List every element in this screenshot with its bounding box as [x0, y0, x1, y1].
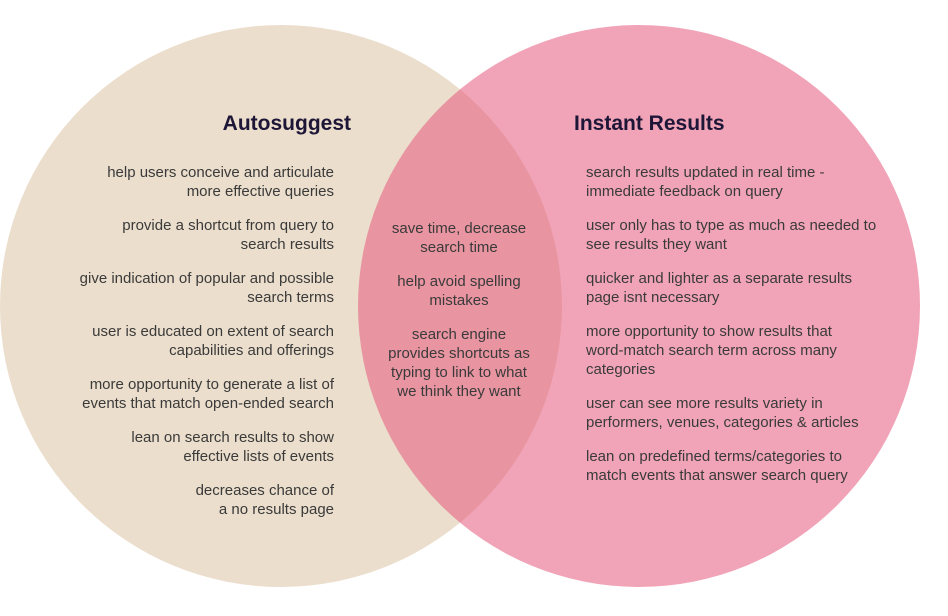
autosuggest-item: give indication of popular and possible … — [79, 270, 334, 306]
instant-results-item: user only has to type as much as needed … — [586, 217, 877, 253]
overlap-item: help avoid spelling mistakes — [397, 273, 521, 309]
overlap-list: save time, decrease search time help avo… — [370, 219, 548, 416]
overlap-item: save time, decrease search time — [391, 220, 527, 256]
autosuggest-title: Autosuggest — [222, 112, 351, 135]
autosuggest-item: provide a shortcut from query to search … — [122, 217, 334, 253]
autosuggest-item: decreases chance of a no results page — [195, 482, 334, 518]
autosuggest-item: help users conceive and articulate more … — [107, 164, 334, 200]
instant-results-item: quicker and lighter as a separate result… — [586, 270, 852, 306]
instant-results-circle — [358, 25, 920, 587]
instant-results-item: user can see more results variety in per… — [586, 395, 859, 431]
instant-results-item: more opportunity to show results that wo… — [586, 323, 837, 378]
instant-results-title: Instant Results — [574, 112, 725, 135]
instant-results-list: search results updated in real time - im… — [586, 163, 916, 500]
autosuggest-list: help users conceive and articulate more … — [34, 163, 334, 534]
overlap-item: search engine provides shortcuts as typi… — [388, 326, 530, 400]
instant-results-item: search results updated in real time - im… — [586, 164, 825, 200]
autosuggest-item: user is educated on extent of search cap… — [92, 323, 334, 359]
autosuggest-item: more opportunity to generate a list of e… — [82, 376, 334, 412]
autosuggest-item: lean on search results to show effective… — [131, 429, 334, 465]
instant-results-item: lean on predefined terms/categories to m… — [586, 448, 848, 484]
